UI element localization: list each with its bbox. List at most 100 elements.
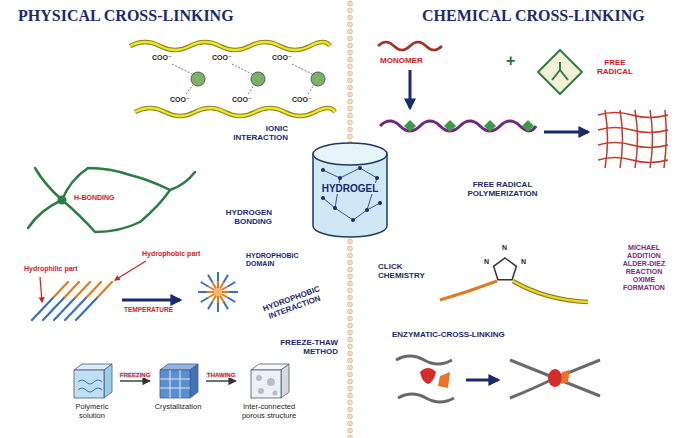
art-part bbox=[365, 208, 369, 212]
hydrogel-cylinder: HYDROGEL bbox=[305, 138, 395, 242]
art-part bbox=[323, 168, 380, 220]
art-part bbox=[232, 64, 252, 74]
center-label: HYDROGEL bbox=[320, 183, 381, 194]
art-part bbox=[321, 168, 325, 172]
art-part bbox=[598, 128, 668, 133]
reaction-list: MICHAEL ADDITION ALDER-DIEZ REACTION OXI… bbox=[616, 244, 672, 292]
stage-caption: Polymeric solution bbox=[64, 402, 120, 420]
process-arrow bbox=[409, 70, 412, 108]
art-part bbox=[635, 110, 638, 168]
region-heading: CHEMICAL CROSS-LINKING bbox=[422, 7, 645, 25]
art-part bbox=[598, 143, 668, 148]
art-part bbox=[104, 364, 112, 398]
art-part bbox=[115, 261, 146, 280]
art-part bbox=[338, 176, 342, 180]
art-part bbox=[605, 110, 608, 168]
art-part bbox=[65, 297, 87, 320]
bond-label: H-BONDING bbox=[74, 194, 114, 202]
art-part bbox=[321, 196, 325, 200]
art-part bbox=[35, 168, 62, 200]
art-part bbox=[311, 72, 325, 86]
art-part bbox=[78, 380, 102, 392]
art-part bbox=[323, 168, 380, 220]
art-part bbox=[552, 62, 568, 80]
art-part bbox=[420, 368, 436, 384]
art-part bbox=[221, 282, 235, 290]
ion-label: COO⁻ bbox=[272, 54, 292, 62]
art-part bbox=[170, 172, 195, 190]
art-part bbox=[398, 394, 454, 402]
art-part bbox=[135, 108, 335, 116]
cube-symbol bbox=[247, 362, 291, 400]
art-part bbox=[76, 297, 98, 320]
species-label: MONOMER bbox=[380, 56, 423, 65]
art-part bbox=[281, 364, 289, 398]
region-outline bbox=[8, 32, 352, 432]
art-part bbox=[378, 201, 382, 205]
art-part bbox=[351, 218, 355, 222]
polymer-chain bbox=[380, 121, 536, 131]
art-part bbox=[538, 50, 582, 94]
domain-label: HYDROPHOBIC DOMAIN bbox=[246, 252, 308, 268]
part-label: Hydrophobic part bbox=[142, 250, 200, 258]
ion-label: COO⁻ bbox=[292, 96, 312, 104]
process-arrow bbox=[544, 131, 588, 134]
ion-label: COO⁻ bbox=[232, 96, 252, 104]
art-part bbox=[251, 370, 281, 398]
stage-caption: Inter-connected porous structure bbox=[236, 402, 302, 420]
art-part bbox=[40, 277, 42, 302]
art-part bbox=[513, 281, 588, 302]
art-part bbox=[220, 295, 228, 309]
section-title: IONIC INTERACTION bbox=[222, 124, 288, 142]
art-part bbox=[358, 166, 362, 170]
art-part bbox=[466, 379, 498, 382]
art-part bbox=[54, 297, 76, 320]
process-cube: Crystallization bbox=[150, 362, 206, 411]
art-part bbox=[561, 370, 570, 384]
process-cube: Polymeric solution bbox=[64, 362, 120, 420]
region-heading: PHYSICAL CROSS-LINKING bbox=[18, 7, 234, 25]
triazole bbox=[440, 258, 588, 302]
art-part bbox=[333, 206, 337, 210]
art-part bbox=[313, 154, 387, 237]
art-part bbox=[222, 292, 238, 293]
art-part bbox=[256, 375, 262, 381]
region-shape bbox=[352, 32, 692, 432]
plus-sign: + bbox=[506, 52, 515, 70]
species-label: FREE RADICAL bbox=[588, 58, 642, 76]
amphiphile-chains bbox=[32, 282, 112, 320]
art-part bbox=[160, 364, 198, 398]
art-part bbox=[494, 258, 517, 280]
art-part bbox=[130, 42, 330, 50]
section-title: HYDROGEN BONDING bbox=[200, 208, 272, 226]
ionic-chains bbox=[130, 42, 335, 116]
art-part bbox=[598, 113, 668, 118]
art-part bbox=[172, 64, 192, 74]
art-part bbox=[74, 364, 112, 398]
art-part bbox=[440, 281, 497, 300]
art-part bbox=[98, 282, 112, 297]
section-title: FREEZE-THAW METHOD bbox=[258, 338, 338, 356]
enzyme-illustration bbox=[396, 356, 600, 402]
art-part bbox=[313, 143, 387, 165]
region-outline bbox=[352, 32, 692, 432]
process-cube: Inter-connected porous structure bbox=[236, 362, 302, 420]
temperature-arrow bbox=[122, 299, 180, 302]
art-part bbox=[214, 288, 222, 296]
art-part bbox=[248, 85, 254, 94]
art-part bbox=[664, 110, 666, 168]
art-part bbox=[208, 275, 216, 289]
art-part bbox=[218, 296, 219, 312]
art-part bbox=[620, 110, 623, 168]
art-part bbox=[362, 310, 610, 318]
art-part bbox=[510, 360, 600, 398]
art-part bbox=[308, 85, 314, 94]
art-part bbox=[522, 120, 534, 132]
flow-arrow bbox=[206, 380, 236, 381]
art-part bbox=[135, 108, 335, 116]
atom-label: N bbox=[484, 258, 489, 266]
radical-sites bbox=[404, 120, 534, 132]
art-part bbox=[74, 370, 104, 398]
micelle bbox=[198, 272, 238, 312]
art-part bbox=[444, 120, 456, 132]
